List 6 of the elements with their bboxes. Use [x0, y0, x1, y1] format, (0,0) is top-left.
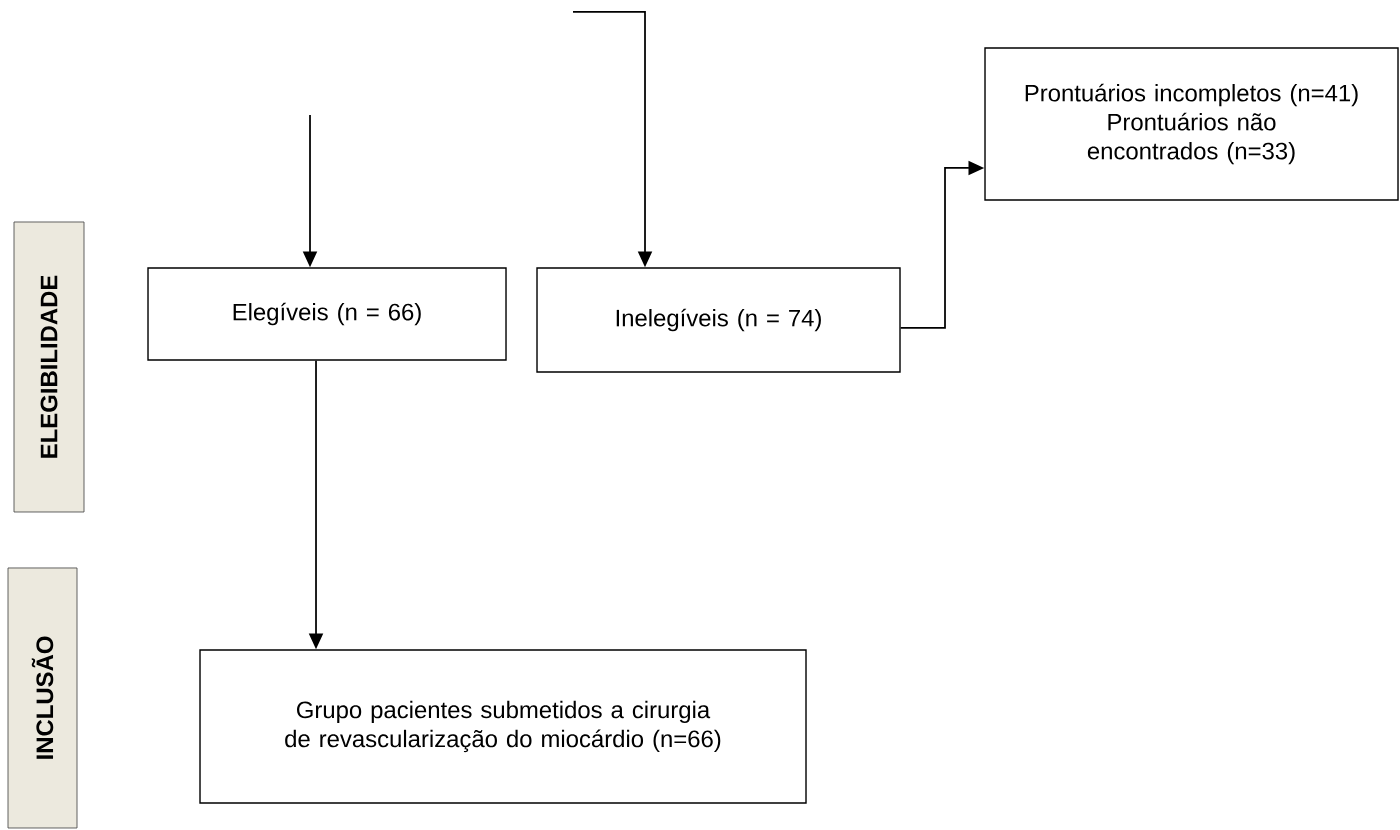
- phase-band: INCLUSÃO: [7, 567, 78, 829]
- process-box: Prontuários incompletos (n=41) Prontuários não encontrados (n=33): [984, 47, 1399, 201]
- process-box: Grupo pacientes submetidos a cirurgia de revascularização do miocárdio (n=66): [199, 649, 807, 804]
- phase-band: ELEGIBILIDADE: [13, 221, 85, 513]
- process-box: Inelegíveis (n = 74): [536, 267, 901, 373]
- process-box: Elegíveis (n = 66): [147, 267, 507, 361]
